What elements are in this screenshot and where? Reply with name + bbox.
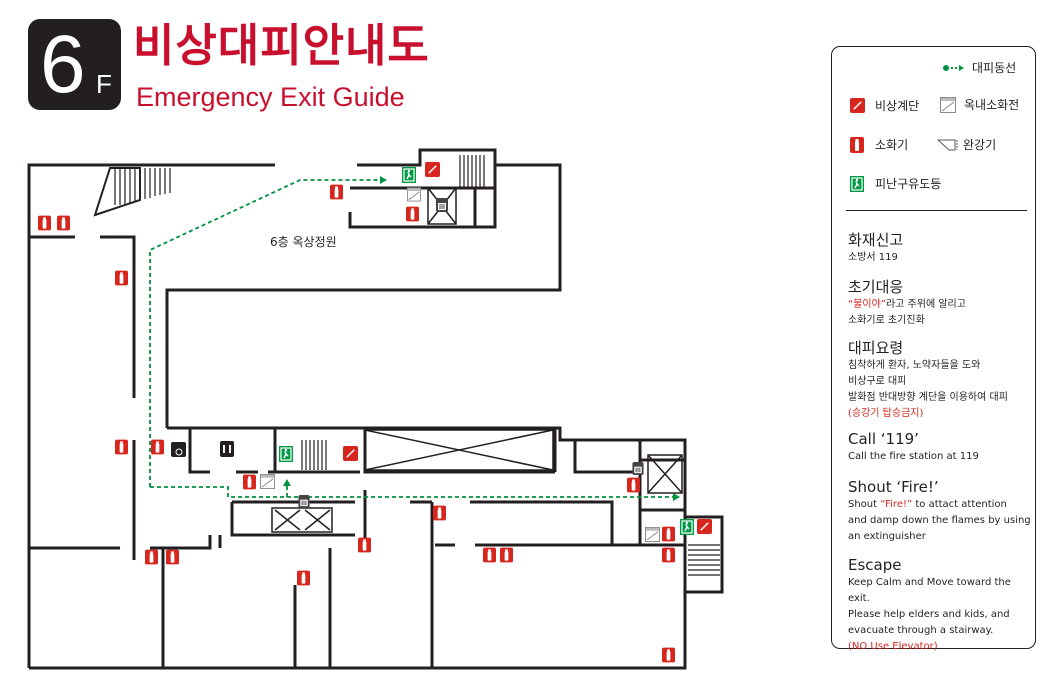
floor-suffix: F bbox=[96, 69, 112, 99]
exit-light-icon bbox=[850, 175, 864, 192]
section-line: an extinguisher bbox=[848, 531, 926, 542]
section-title: 대피요령 bbox=[848, 339, 904, 357]
section-text: Shout bbox=[848, 499, 881, 510]
highlight: “Fire!” bbox=[880, 499, 913, 510]
legend-indoor-hydrant: 옥내소화전 bbox=[940, 96, 1019, 113]
legend-label: 대피동선 bbox=[972, 61, 1017, 75]
legend-label: 피난구유도등 bbox=[875, 177, 942, 191]
section-line: 침착하게 환자, 노약자들을 도와 bbox=[848, 360, 981, 371]
walls bbox=[27, 148, 724, 670]
section-line: Keep Calm and Move toward the exit. bbox=[848, 577, 1011, 604]
section-line: evacuate through a stairway. bbox=[848, 625, 994, 636]
section-escape: Escape Keep Calm and Move toward the exi… bbox=[848, 555, 1035, 655]
stairs-icons bbox=[343, 162, 712, 534]
section-title: 초기대응 bbox=[848, 278, 904, 296]
floor-badge: 6 F bbox=[28, 19, 121, 110]
section-line: Call the fire station at 119 bbox=[848, 451, 979, 462]
hydrant-icon bbox=[940, 96, 956, 113]
section-evacuation: 대피요령 침착하게 환자, 노약자들을 도와 비상구로 대피 발화점 반대방향 … bbox=[848, 338, 1008, 422]
descending-device-icon bbox=[937, 139, 958, 150]
legend-label: 비상계단 bbox=[875, 99, 920, 113]
floor-plan: 6층 옥상정원 bbox=[27, 148, 724, 670]
legend-exit-light: 피난구유도등 bbox=[850, 175, 941, 192]
extinguisher-icon bbox=[850, 136, 864, 153]
legend-extinguisher: 소화기 bbox=[850, 136, 908, 153]
section-line: “불이야”라고 주위에 알리고 bbox=[848, 297, 966, 313]
restroom-icon bbox=[220, 441, 234, 457]
legend-label: 소화기 bbox=[875, 138, 909, 152]
evacuation-route bbox=[149, 179, 675, 498]
stairs-icon bbox=[850, 98, 865, 113]
route-arrows bbox=[283, 176, 680, 501]
section-text: to attact attention bbox=[912, 499, 1007, 510]
warning-text: (승강기 탑승금지) bbox=[848, 408, 924, 419]
legend-label: 옥내소화전 bbox=[964, 98, 1020, 112]
section-initial-response: 초기대응 “불이야”라고 주위에 알리고 소화기로 초기진화 bbox=[848, 277, 966, 329]
area-label: 6층 옥상정원 bbox=[270, 235, 337, 249]
legend-evac-route: 대피동선 bbox=[942, 59, 1016, 76]
section-line: and damp down the flames by using bbox=[848, 515, 1031, 526]
section-call-119: Call ‘119’ Call the fire station at 119 bbox=[848, 429, 979, 465]
floor-number: 6 bbox=[40, 19, 86, 110]
section-line: 소방서 119 bbox=[848, 252, 898, 263]
legend-panel: 대피동선 비상계단 옥내소화전 소화기 완강기 피난구유도등 화재신고 소방서 … bbox=[831, 46, 1036, 652]
section-line: Shout “Fire!” to attact attention bbox=[848, 497, 1031, 513]
legend-label: 완강기 bbox=[963, 138, 997, 152]
stairwells bbox=[93, 155, 720, 576]
section-title: Shout ‘Fire!’ bbox=[848, 478, 939, 496]
section-line: Please help elders and kids, and bbox=[848, 609, 1010, 620]
section-line: 비상구로 대피 bbox=[848, 376, 907, 387]
section-title: Escape bbox=[848, 556, 902, 574]
page-title-en: Emergency Exit Guide bbox=[136, 82, 405, 112]
elevator-icons bbox=[298, 198, 644, 508]
section-line: 소화기로 초기진화 bbox=[848, 315, 925, 326]
wheelchair-icon bbox=[171, 442, 186, 457]
void-areas bbox=[271, 187, 683, 533]
legend-divider bbox=[846, 210, 1027, 211]
section-title: Call ‘119’ bbox=[848, 430, 919, 448]
section-report-fire: 화재신고 소방서 119 bbox=[848, 230, 903, 266]
evac-route-icon bbox=[943, 64, 964, 71]
legend-descending-device: 완강기 bbox=[937, 136, 996, 153]
section-title: 화재신고 bbox=[848, 231, 904, 249]
legend-emergency-stairs: 비상계단 bbox=[850, 97, 919, 114]
warning-text: (NO Use Elevator) bbox=[848, 641, 938, 652]
highlight: “불이야” bbox=[848, 299, 886, 310]
section-line: 발화점 반대방향 계단을 이용하여 대피 bbox=[848, 392, 1008, 403]
page-title-ko: 비상대피안내도 bbox=[133, 19, 430, 72]
section-text: 라고 주위에 알리고 bbox=[885, 299, 966, 310]
section-shout-fire: Shout ‘Fire!’ Shout “Fire!” to attact at… bbox=[848, 477, 1031, 545]
